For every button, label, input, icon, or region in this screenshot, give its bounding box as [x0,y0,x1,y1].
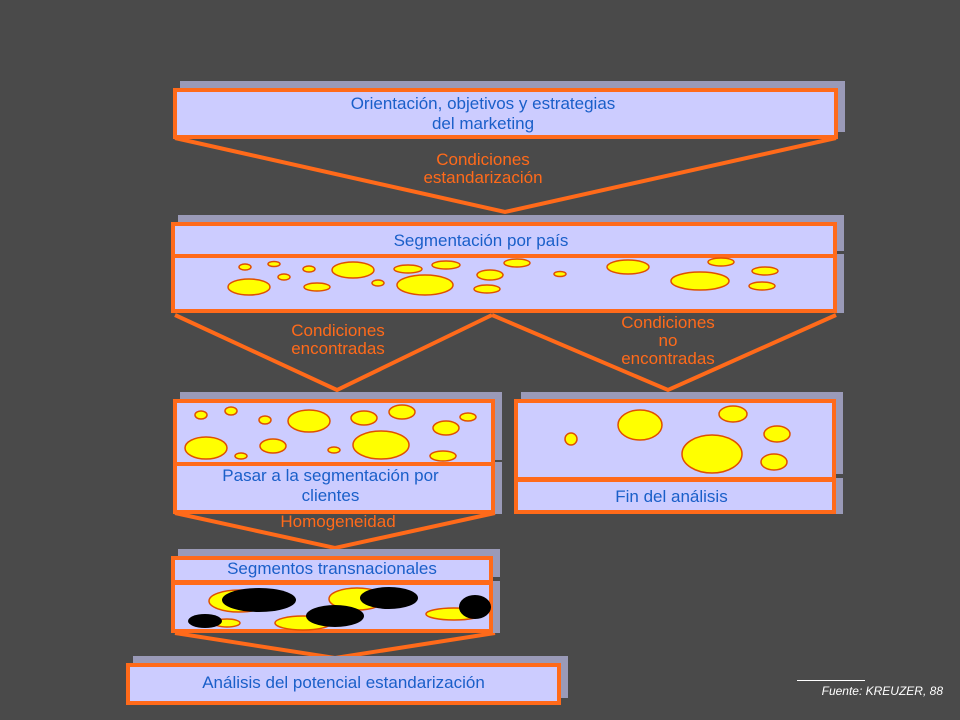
transnational-segments-title: Segmentos transnacionales [227,559,437,578]
marketing-orientation-box [173,88,838,139]
source-note: Fuente: KREUZER, 88 [821,684,943,698]
country-bubbles [227,257,779,296]
marketing-orientation-title: Orientación, objetivos y estrategias del… [350,94,616,133]
end-analysis-box [514,478,836,514]
funnel-1 [174,136,837,215]
standardization-conditions-label: Condiciones estandarización [423,150,543,187]
funnel-3 [174,511,496,551]
client-segmentation-box [173,462,495,514]
conditions-found-label: Condiciones encontradas [291,321,385,358]
homogeneity-label: Homogeneidad [280,512,396,531]
country-segmentation-title: Segmentación por país [393,231,569,250]
client-bubbles [184,404,477,462]
conditions-not-found-label: Condiciones no encontradas [621,313,715,368]
transnational-bubbles [188,587,491,631]
funnel-2-left [174,313,493,393]
end-analysis-title: Fin del análisis [615,487,728,506]
end-analysis-bubbles [564,405,791,474]
funnel-2-right [491,313,837,393]
funnel-4 [174,631,496,661]
standardization-potential-box [126,663,561,705]
standardization-potential-title: Análisis del potencial estandarización [202,673,485,692]
client-segmentation-title: Pasar a la segmentación por clientes [222,466,439,505]
source-divider [797,680,865,681]
